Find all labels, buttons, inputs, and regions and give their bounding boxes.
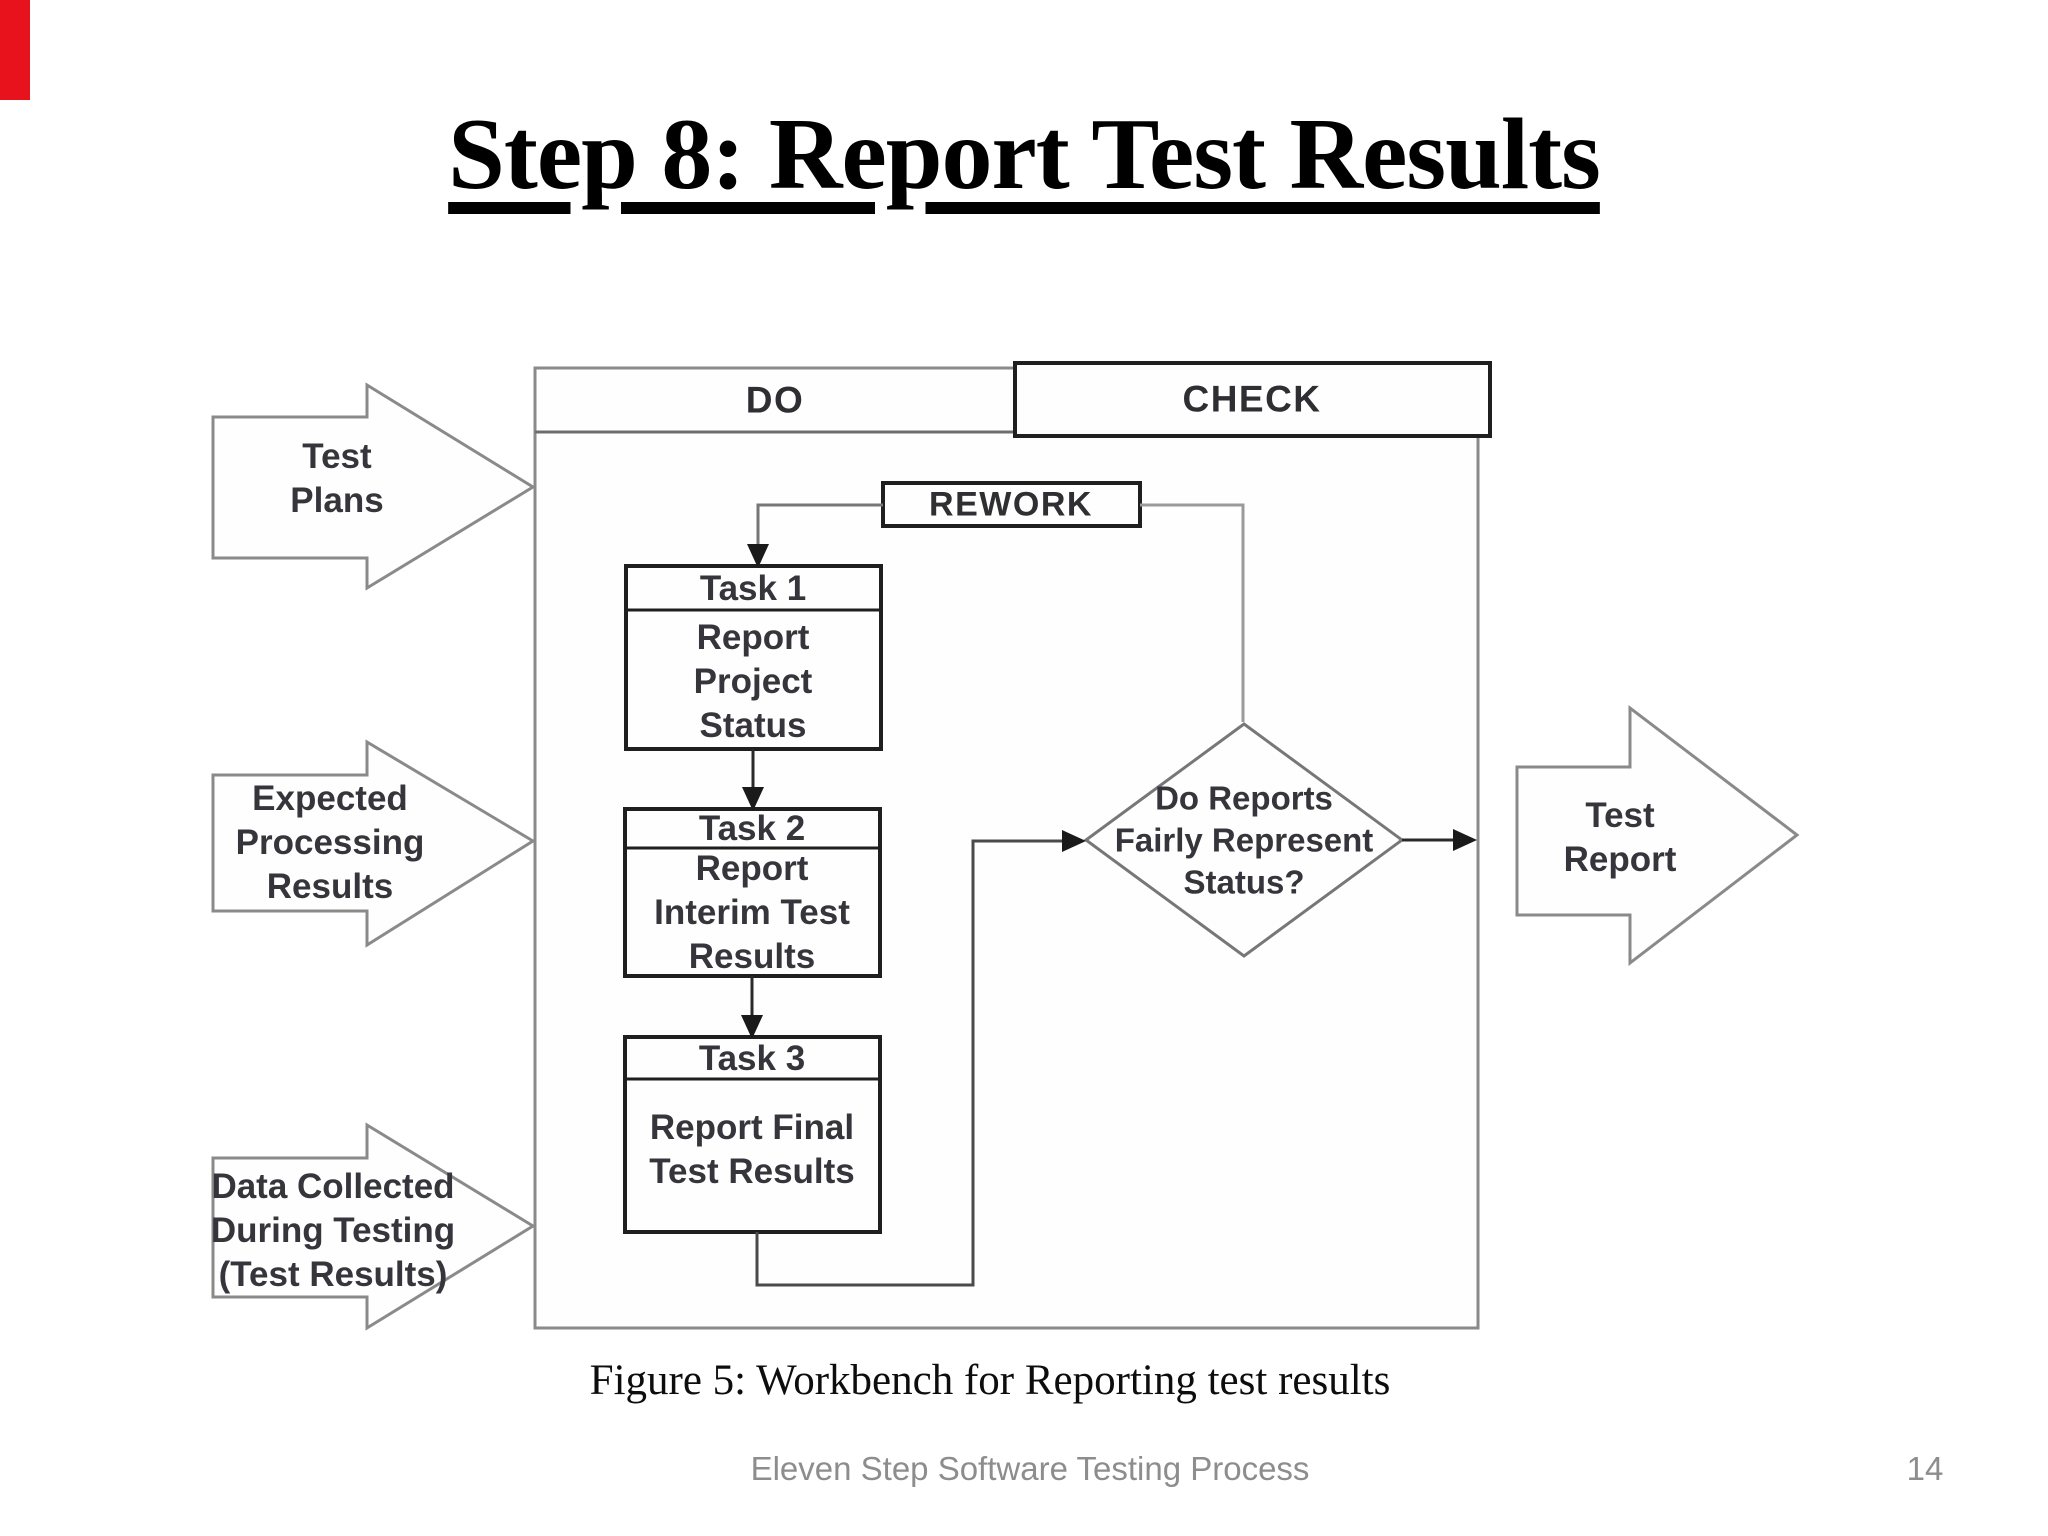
decision-diamond-shape	[1083, 722, 1405, 958]
input-data-collected-label: Data Collected During Testing (Test Resu…	[210, 1166, 456, 1295]
check-header-label: CHECK	[1182, 378, 1322, 420]
rework-label: REWORK	[929, 485, 1093, 524]
arrowhead-task3	[741, 1015, 763, 1039]
check-header-box	[1013, 361, 1492, 438]
arrowhead-diamond-out	[1453, 829, 1477, 851]
task1-title-label: Task 1	[699, 568, 807, 608]
page-title: Step 8: Report Test Results	[448, 98, 1601, 211]
rework-to-diamond-line	[1140, 503, 1245, 722]
decision-label: Do Reports Fairly Represent Status?	[1114, 779, 1374, 902]
task2-title-label: Task 2	[698, 808, 806, 848]
task2-body-label: Report Interim Test Results	[654, 848, 850, 977]
test-report-arrow-shape	[1515, 704, 1800, 967]
feedback-to-diamond-line	[755, 839, 1062, 1287]
task1-body-label: Report Project Status	[693, 617, 813, 746]
corner-marker	[0, 0, 30, 100]
footer-title: Eleven Step Software Testing Process	[750, 1450, 1310, 1487]
test-plans-arrow-shape	[211, 382, 536, 591]
arrowhead-task2	[742, 787, 764, 811]
input-expected-results-label: Expected Processing Results	[235, 778, 425, 907]
task3-title-label: Task 3	[698, 1038, 806, 1078]
task1-box	[624, 564, 883, 751]
data-collected-arrow-shape	[211, 1122, 536, 1331]
output-test-report-label: Test Report	[1563, 795, 1677, 879]
input-test-plans-label: Test Plans	[290, 436, 384, 520]
task3-box	[623, 1035, 882, 1234]
page-number: 14	[1906, 1450, 1944, 1487]
arrowhead-diamond-in	[1062, 830, 1086, 852]
do-header-label: DO	[745, 379, 805, 421]
task3-body-label: Report Final Test Results	[649, 1107, 855, 1191]
expected-results-arrow-shape	[211, 739, 536, 948]
arrowhead-task1	[747, 544, 769, 568]
figure-caption: Figure 5: Workbench for Reporting test r…	[589, 1357, 1391, 1404]
task2-box	[623, 807, 882, 978]
rework-to-task1-line	[756, 503, 883, 546]
